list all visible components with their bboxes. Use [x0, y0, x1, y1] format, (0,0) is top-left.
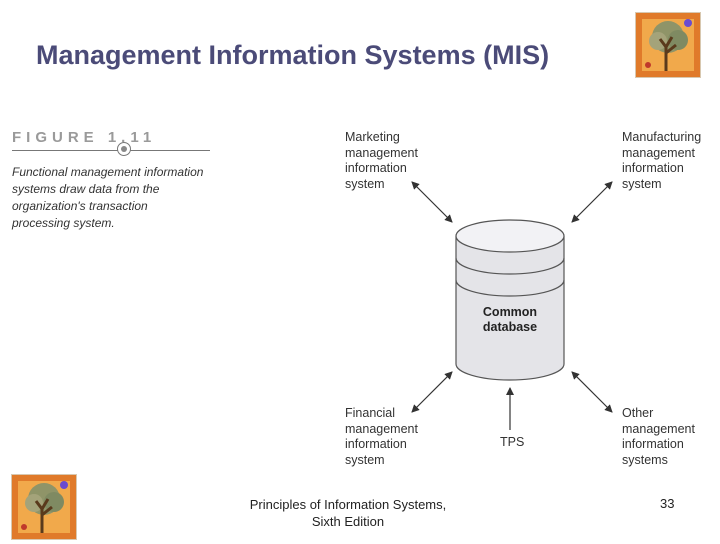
arrow-manufacturing	[571, 181, 613, 223]
database-label: Common database	[482, 305, 538, 334]
tree-logo-icon	[11, 474, 77, 540]
marketing-mis-label: Marketing management information system	[345, 130, 418, 191]
tree-logo-icon	[635, 12, 701, 78]
figure-label: FIGURE 1.11	[12, 129, 157, 146]
page-number: 33	[660, 496, 675, 511]
slide-title: Management Information Systems (MIS)	[36, 40, 550, 70]
arrow-other	[571, 371, 613, 413]
slide-footer: Principles of Information Systems, Sixth…	[249, 497, 447, 529]
arrow-marketing	[411, 181, 453, 223]
financial-mis-label: Financial management information system	[345, 406, 418, 467]
manufacturing-mis-label: Manufacturing management information sys…	[622, 130, 702, 191]
common-database-cylinder	[455, 219, 565, 381]
arrow-financial	[411, 371, 453, 413]
figure-rule	[12, 150, 210, 151]
figure-caption: Functional management information system…	[12, 165, 204, 230]
other-mis-label: Other management information systems	[622, 406, 695, 467]
figure-bullet-icon	[117, 142, 131, 156]
tps-label: TPS	[500, 435, 525, 449]
